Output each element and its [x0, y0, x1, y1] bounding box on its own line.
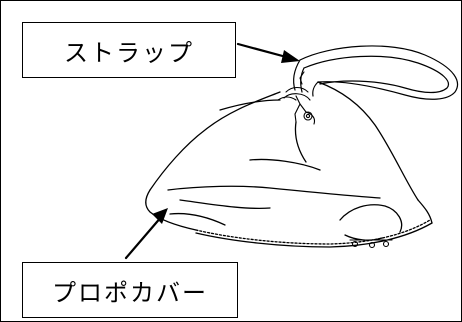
- drawstring-buckle: [277, 71, 316, 125]
- bottom-clips: [349, 239, 393, 249]
- strap-arrowhead: [281, 50, 300, 63]
- prop-cover-label-box: プロポカバー: [22, 262, 238, 318]
- strap-leader-arrow: [236, 42, 292, 60]
- cover-arrowhead: [152, 208, 168, 224]
- cover-leader-arrow: [124, 214, 164, 260]
- strap-label-box: ストラップ: [22, 22, 236, 78]
- prop-cover-label: プロポカバー: [52, 278, 208, 307]
- cover-bag-body: [145, 81, 433, 248]
- strap-drawing: [293, 45, 459, 100]
- strap-label: ストラップ: [64, 38, 194, 67]
